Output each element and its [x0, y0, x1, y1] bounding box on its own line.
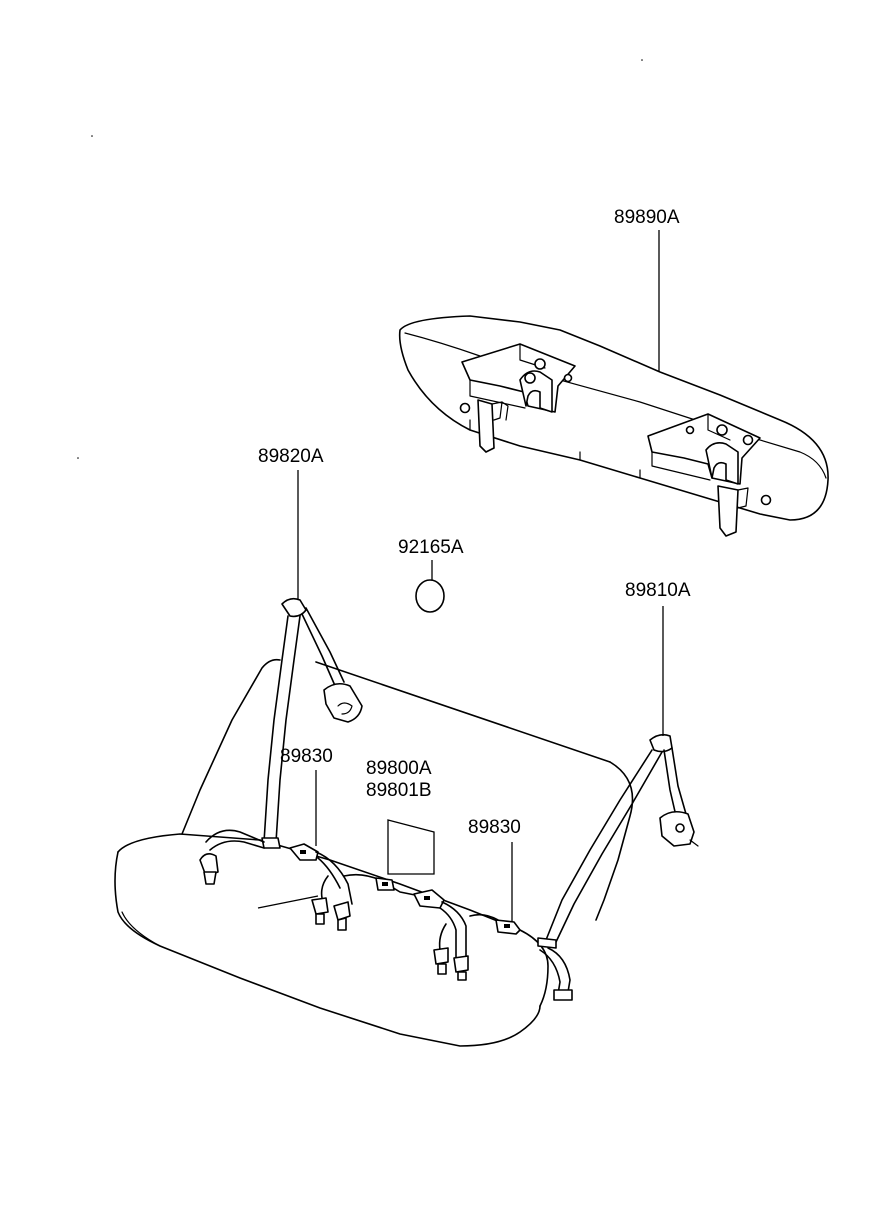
scan-specks: [77, 59, 643, 459]
right-seat-belt-assembly: [537, 733, 699, 1001]
rear-package-tray: [398, 315, 829, 537]
label-shelf: 89890A: [614, 207, 680, 228]
center-buckle-assemblies: [257, 819, 521, 981]
label-right-belt: 89810A: [625, 580, 691, 601]
label-buckle-right: 89830: [468, 817, 521, 838]
label-left-belt: 89820A: [258, 446, 324, 467]
cap-part: [415, 579, 445, 613]
label-cap: 92165A: [398, 537, 464, 558]
label-buckle-left: 89830: [280, 746, 333, 767]
rear-seat-cushion: [114, 658, 634, 1047]
leader-lines: [297, 230, 664, 922]
part-labels: 89890A 89820A 92165A 89810A 89830 89800A…: [258, 207, 691, 838]
label-center-b: 89801B: [366, 780, 432, 801]
label-center-a: 89800A: [366, 758, 432, 779]
left-seat-belt-assembly: [199, 597, 363, 885]
